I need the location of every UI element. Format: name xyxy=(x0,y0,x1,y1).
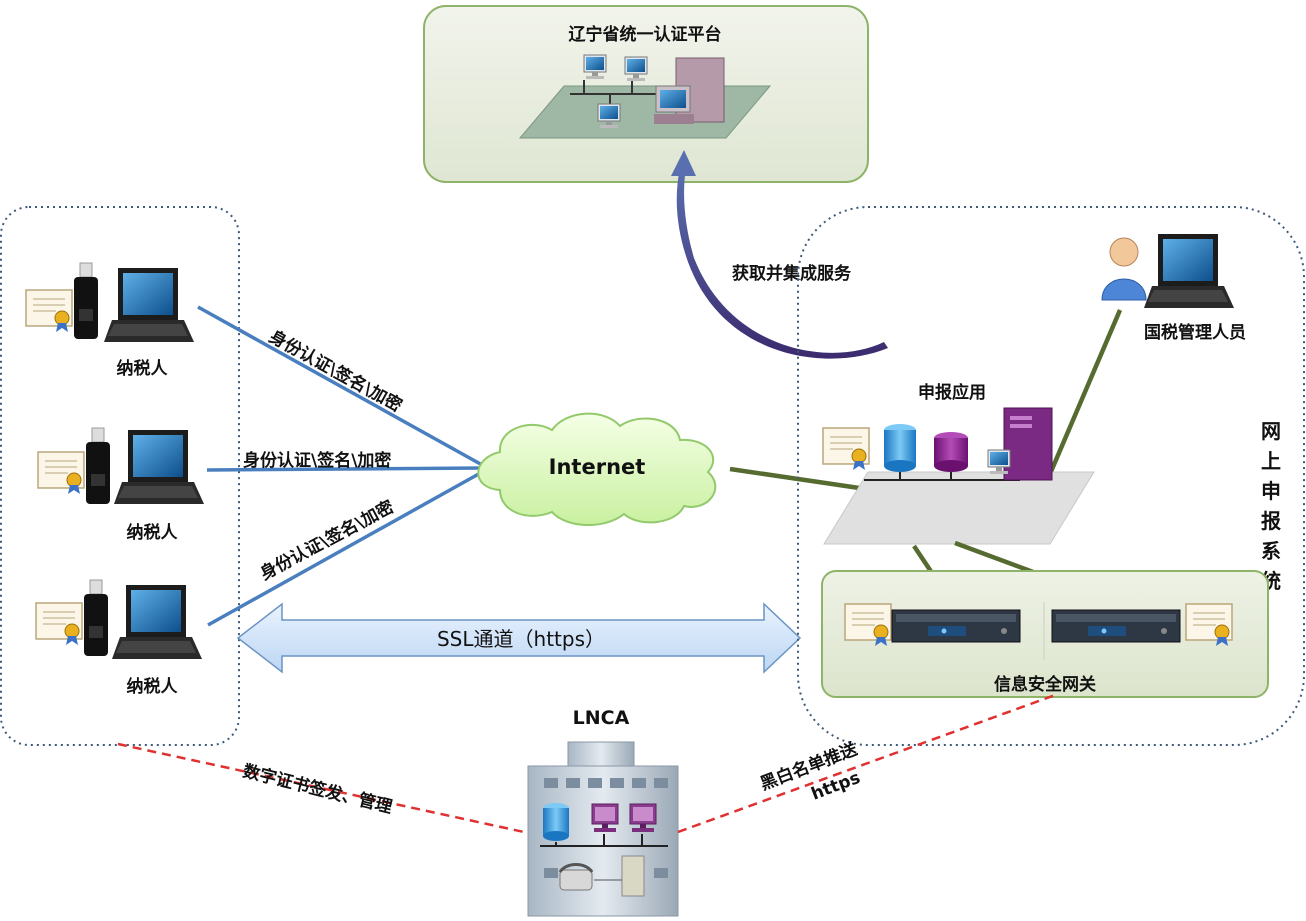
issue-label: 数字证书签发、管理 xyxy=(241,760,395,817)
ssl-channel-arrow: SSL通道（https） xyxy=(236,602,802,674)
auth-label-3: 身份认证\签名\加密 xyxy=(256,496,397,584)
staff-app-link xyxy=(1041,309,1123,489)
taxpayer-3: 纳税人 xyxy=(35,579,202,697)
laptop-icon xyxy=(1144,234,1234,308)
taxpayer-label-1: 纳税人 xyxy=(117,358,169,379)
platform-title: 辽宁省统一认证平台 xyxy=(569,24,722,45)
certificate-icon xyxy=(1185,603,1233,647)
platform-network-icon xyxy=(518,54,772,139)
svg-text:系: 系 xyxy=(1261,539,1281,563)
ssl-label: SSL通道（https） xyxy=(437,627,605,651)
gateway-device-2 xyxy=(1051,603,1233,647)
svg-text:申: 申 xyxy=(1261,479,1281,503)
certificate-icon xyxy=(35,602,83,646)
auth-label-2: 身份认证\签名\加密 xyxy=(243,450,391,471)
svg-text:上: 上 xyxy=(1261,449,1281,473)
taxpayer-1: 纳税人 xyxy=(25,262,194,379)
usb-key-icon xyxy=(73,262,99,340)
server-icon xyxy=(621,855,645,897)
taxpayer-group xyxy=(0,206,240,746)
internet-label: Internet xyxy=(549,455,646,479)
gateway-rack-icon xyxy=(1051,609,1181,643)
svg-text:报: 报 xyxy=(1261,509,1281,533)
taxpayer-label-2: 纳税人 xyxy=(127,522,179,543)
internet-cloud: Internet xyxy=(477,412,717,526)
service-curve-arrow xyxy=(671,150,888,359)
certificate-icon xyxy=(37,451,85,495)
gateway-panel xyxy=(821,570,1269,698)
auth-label-1: 身份认证\签名\加密 xyxy=(266,326,406,416)
internet-app-link xyxy=(729,466,867,492)
gateway-label: 信息安全网关 xyxy=(994,674,1096,695)
database-icon xyxy=(884,424,916,480)
phone-icon xyxy=(558,863,594,891)
staff-label: 国税管理人员 xyxy=(1144,322,1246,343)
ca-links xyxy=(117,692,1059,834)
gateway-rack-icon xyxy=(891,609,1021,643)
service-label: 获取并集成服务 xyxy=(732,263,852,284)
certificate-icon xyxy=(844,603,892,647)
laptop-icon xyxy=(112,585,202,659)
system-title: 网 上 申 报 系 统 xyxy=(1261,419,1281,593)
taxpayer-links xyxy=(197,305,485,627)
laptop-icon xyxy=(104,268,194,342)
certificate-icon xyxy=(822,427,870,471)
lnca-label: LNCA xyxy=(573,707,630,729)
usb-key-icon xyxy=(83,579,109,657)
app-label: 申报应用 xyxy=(918,382,986,403)
database-icon xyxy=(934,432,968,480)
taxpayer-2: 纳税人 xyxy=(37,427,204,543)
certificate-icon xyxy=(25,289,73,333)
lnca-building xyxy=(527,741,679,917)
filing-app xyxy=(822,407,1095,545)
laptop-icon xyxy=(114,430,204,504)
usb-key-icon xyxy=(85,427,111,505)
tax-staff: 国税管理人员 xyxy=(1101,234,1246,343)
gateway-device-1 xyxy=(844,603,1021,647)
database-icon xyxy=(543,803,569,841)
taxpayer-label-3: 纳税人 xyxy=(127,676,179,697)
svg-text:网: 网 xyxy=(1261,419,1281,443)
